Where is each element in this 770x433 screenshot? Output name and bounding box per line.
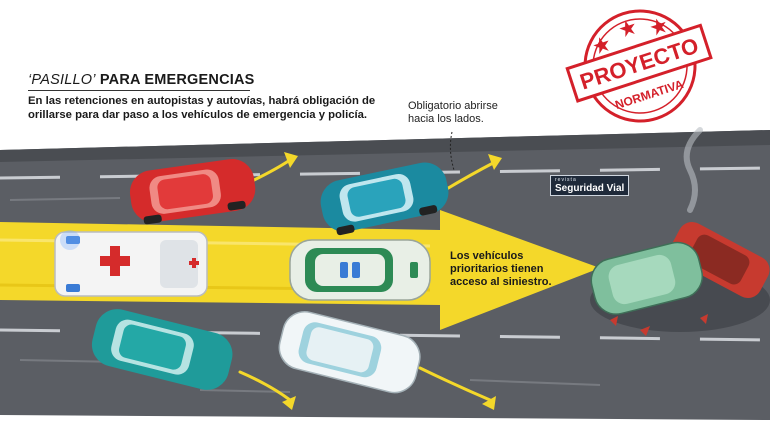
subtitle-line-2: orillarse para dar paso a los vehículos … (28, 108, 368, 121)
crash-scene (590, 127, 770, 336)
title-quoted: ‘PASILLO’ (28, 72, 96, 88)
turn-arrow-4 (418, 366, 492, 402)
ambulance (54, 231, 208, 297)
turn-arrow-2 (443, 160, 497, 192)
subtitle-line-1: En las retenciones en autopistas y autov… (28, 95, 376, 107)
callout-line-2: hacia los lados. (408, 113, 484, 125)
smoke-icon (683, 127, 703, 213)
brand-name: Seguridad Vial (555, 183, 625, 194)
proyecto-normativa-stamp: PROYECTO NORMATIVA (565, 9, 713, 123)
title-rule (28, 90, 250, 91)
white-car-bottom (278, 311, 421, 394)
arrow-label: Los vehículos prioritarios tienen acceso… (450, 250, 570, 289)
lane-line-top (0, 166, 770, 180)
turn-arrow-3 (238, 370, 292, 402)
header: ‘PASILLO’ PARA EMERGENCIAS En las retenc… (28, 72, 408, 122)
arrow-label-line-3: acceso al siniestro. (450, 276, 552, 288)
arrow-label-line-1: Los vehículos (450, 250, 524, 262)
siren-icon (60, 230, 80, 250)
police-car (289, 239, 431, 301)
callout-line-1: Obligatorio abrirse (408, 100, 498, 112)
title-rest: PARA EMERGENCIAS (95, 72, 255, 88)
brand-logo: revista Seguridad Vial (550, 175, 630, 196)
teal-car-top (320, 162, 449, 236)
callout-note: Obligatorio abrirse hacia los lados. (408, 100, 528, 126)
teal-car-bottom (91, 309, 233, 390)
arrow-label-line-2: prioritarios tienen (450, 263, 544, 275)
page-title: ‘PASILLO’ PARA EMERGENCIAS (28, 72, 408, 88)
brand-top: revista (555, 177, 577, 183)
red-car (129, 159, 256, 225)
stamp-stars (593, 18, 666, 54)
